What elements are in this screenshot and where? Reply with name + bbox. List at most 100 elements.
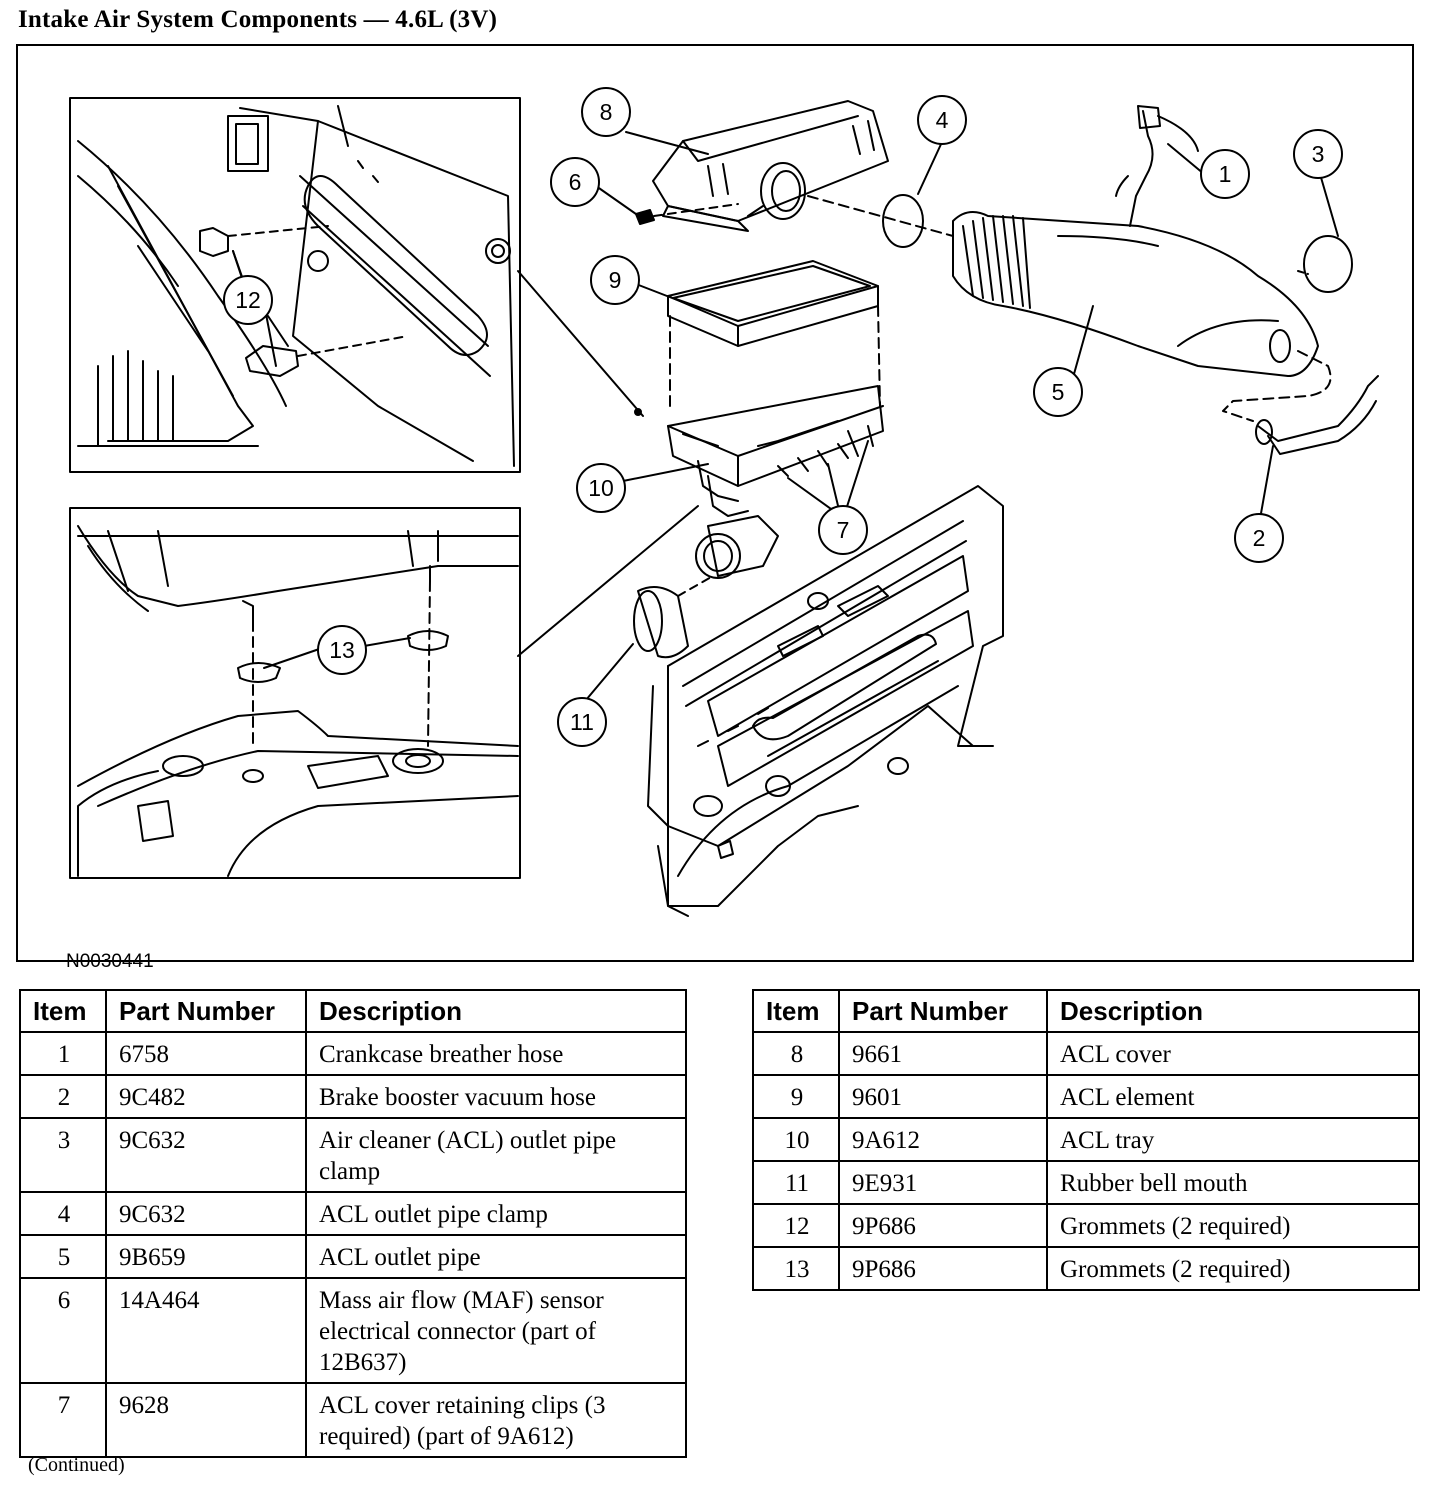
description-cell: ACL outlet pipe bbox=[305, 1234, 687, 1279]
item-cell: 1 bbox=[19, 1031, 107, 1076]
callout-label-10: 10 bbox=[588, 475, 614, 501]
item-cell: 8 bbox=[752, 1031, 840, 1076]
header-description: Description bbox=[305, 989, 687, 1033]
description-cell: Crankcase breather hose bbox=[305, 1031, 687, 1076]
part-number-cell: 9628 bbox=[105, 1382, 307, 1458]
maf-connector-illustration bbox=[635, 209, 655, 225]
description-cell: Mass air flow (MAF) sensor electrical co… bbox=[305, 1277, 687, 1384]
outlet-pipe-illustration bbox=[952, 105, 1319, 377]
figure-id: N0030441 bbox=[66, 951, 154, 972]
part-number-cell: 9C632 bbox=[105, 1191, 307, 1236]
item-cell: 5 bbox=[19, 1234, 107, 1279]
callout-5 bbox=[1033, 367, 1083, 417]
callout-11 bbox=[557, 697, 607, 747]
description-cell: Grommets (2 required) bbox=[1046, 1246, 1420, 1291]
callout-label-3: 3 bbox=[1312, 141, 1325, 167]
clamp-4-illustration bbox=[882, 194, 924, 248]
callout-label-13: 13 bbox=[329, 637, 355, 663]
callout-label-9: 9 bbox=[609, 267, 622, 293]
part-number-cell: 6758 bbox=[105, 1031, 307, 1076]
brake-hose-illustration bbox=[1222, 350, 1379, 455]
item-cell: 6 bbox=[19, 1277, 107, 1384]
item-cell: 4 bbox=[19, 1191, 107, 1236]
item-cell: 9 bbox=[752, 1074, 840, 1119]
description-cell: Rubber bell mouth bbox=[1046, 1160, 1420, 1205]
diagram-frame: 1 2 3 4 5 6 7 8 9 10 11 12 13 N0030441 bbox=[16, 44, 1414, 972]
header-item: Item bbox=[19, 989, 107, 1033]
item-cell: 7 bbox=[19, 1382, 107, 1458]
clamp-3-illustration bbox=[1303, 235, 1353, 293]
item-cell: 12 bbox=[752, 1203, 840, 1248]
part-number-cell: 9661 bbox=[838, 1031, 1048, 1076]
callout-label-1: 1 bbox=[1219, 161, 1232, 187]
callout-label-5: 5 bbox=[1052, 379, 1065, 405]
header-item: Item bbox=[752, 989, 840, 1033]
callout-label-2: 2 bbox=[1253, 525, 1266, 551]
part-number-cell: 9C482 bbox=[105, 1074, 307, 1119]
page-title: Intake Air System Components — 4.6L (3V) bbox=[18, 6, 498, 33]
callouts bbox=[223, 87, 1343, 747]
callout-7 bbox=[818, 505, 868, 555]
table-header-row: Item Part Number Description bbox=[752, 989, 1420, 1033]
description-cell: ACL element bbox=[1046, 1074, 1420, 1119]
description-cell: Brake booster vacuum hose bbox=[305, 1074, 687, 1119]
part-number-cell: 9A612 bbox=[838, 1117, 1048, 1162]
callout-3 bbox=[1293, 129, 1343, 179]
callout-label-7: 7 bbox=[837, 517, 850, 543]
callout-1 bbox=[1200, 149, 1250, 199]
callout-13 bbox=[317, 625, 367, 675]
callout-6 bbox=[550, 157, 600, 207]
radiator-support-illustration bbox=[647, 485, 1004, 917]
exploded-view-illustration: 1 2 3 4 5 6 7 8 9 10 11 12 13 bbox=[69, 87, 1379, 917]
callout-4 bbox=[917, 95, 967, 145]
callout-label-12: 12 bbox=[235, 287, 261, 313]
continued-note: (Continued) bbox=[28, 1454, 125, 1476]
callout-label-8: 8 bbox=[600, 99, 613, 125]
header-part-number: Part Number bbox=[105, 989, 307, 1033]
item-cell: 11 bbox=[752, 1160, 840, 1205]
part-number-cell: 9C632 bbox=[105, 1117, 307, 1193]
callout-label-4: 4 bbox=[936, 107, 949, 133]
description-cell: ACL outlet pipe clamp bbox=[305, 1191, 687, 1236]
part-number-cell: 9P686 bbox=[838, 1203, 1048, 1248]
item-cell: 3 bbox=[19, 1117, 107, 1193]
part-number-cell: 9601 bbox=[838, 1074, 1048, 1119]
callout-label-11: 11 bbox=[570, 709, 594, 735]
description-cell: ACL cover retaining clips (3 required) (… bbox=[305, 1382, 687, 1458]
inset-leader-1 bbox=[517, 270, 644, 417]
table-header-row: Item Part Number Description bbox=[19, 989, 687, 1033]
callout-9 bbox=[590, 255, 640, 305]
item-cell: 10 bbox=[752, 1117, 840, 1162]
description-cell: Grommets (2 required) bbox=[1046, 1203, 1420, 1248]
callout-12 bbox=[223, 275, 273, 325]
description-cell: Air cleaner (ACL) outlet pipe clamp bbox=[305, 1117, 687, 1193]
part-number-cell: 9P686 bbox=[838, 1246, 1048, 1291]
inset-leader-2 bbox=[517, 505, 699, 657]
header-part-number: Part Number bbox=[838, 989, 1048, 1033]
description-cell: ACL cover bbox=[1046, 1031, 1420, 1076]
part-number-cell: 9B659 bbox=[105, 1234, 307, 1279]
acl-element-illustration bbox=[667, 260, 881, 407]
acl-tray-illustration bbox=[634, 385, 884, 517]
callout-2 bbox=[1234, 513, 1284, 563]
callout-label-6: 6 bbox=[569, 169, 582, 195]
header-description: Description bbox=[1046, 989, 1420, 1033]
inset-grommets-12 bbox=[69, 97, 521, 473]
description-cell: ACL tray bbox=[1046, 1117, 1420, 1162]
bell-mouth-illustration bbox=[633, 515, 779, 659]
